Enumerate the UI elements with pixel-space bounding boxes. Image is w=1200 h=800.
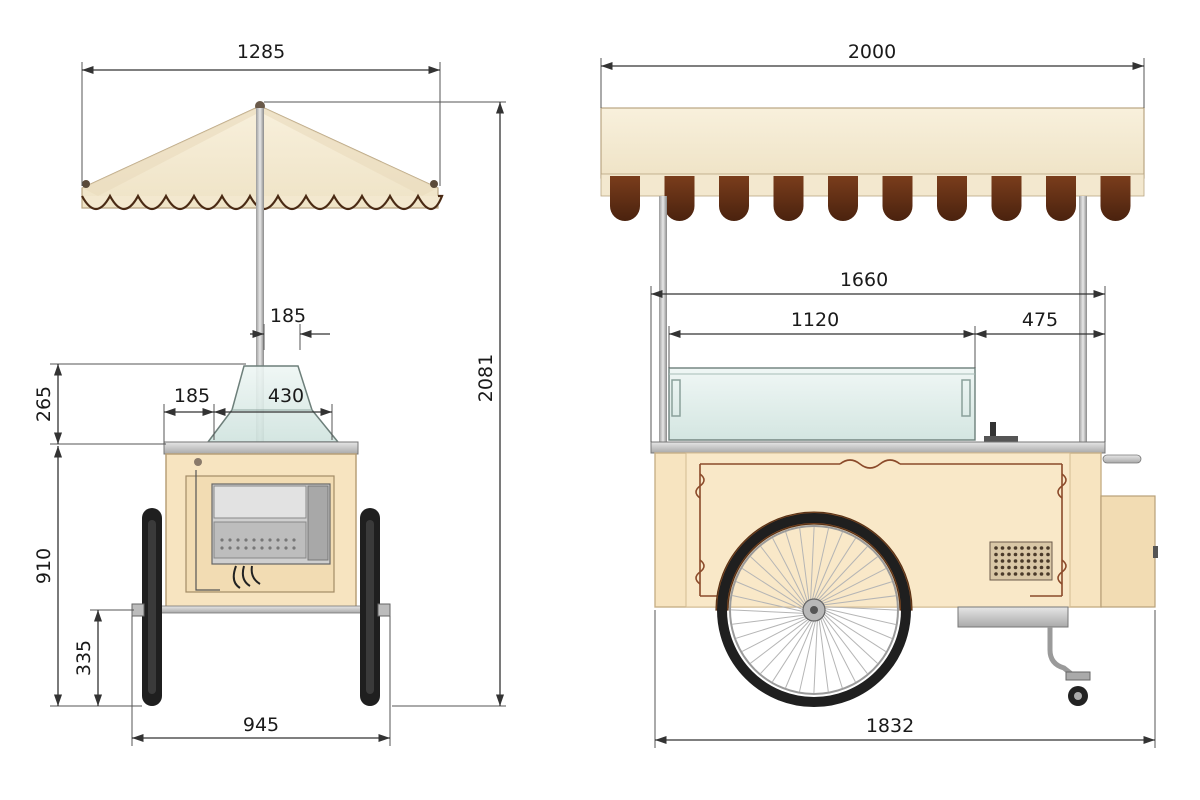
dim-umbrella-width: 1285 bbox=[237, 41, 285, 63]
front-countertop bbox=[650, 441, 1106, 454]
dim-wheel-track: 945 bbox=[243, 714, 279, 736]
side-countertop bbox=[163, 441, 359, 455]
ornament-frame bbox=[695, 459, 1067, 597]
right-wheel bbox=[360, 508, 380, 706]
awning-canopy bbox=[600, 107, 1145, 179]
caster-wheel bbox=[1047, 627, 1091, 706]
front-left-pole bbox=[659, 196, 667, 444]
dim-axle-height: 335 bbox=[73, 640, 95, 676]
dim-glass-height: 265 bbox=[33, 386, 55, 422]
dim-pole-offset: 185 bbox=[270, 305, 306, 327]
dim-canopy-width: 2000 bbox=[848, 41, 896, 63]
front-wheel bbox=[717, 513, 911, 707]
dim-counter-width: 1660 bbox=[840, 269, 888, 291]
dim-side-width: 475 bbox=[1022, 309, 1058, 331]
side-box bbox=[1100, 495, 1156, 608]
awning-valance bbox=[600, 173, 1145, 221]
left-wheel bbox=[142, 508, 162, 706]
front-right-pole bbox=[1079, 196, 1087, 444]
side-view: 1285 2081 185 265 185 430 910 335 bbox=[33, 41, 506, 746]
front-view: 2000 1660 1120 475 1832 bbox=[600, 41, 1158, 748]
dim-display-width: 1120 bbox=[791, 309, 839, 331]
side-axle bbox=[133, 605, 389, 614]
vent-grille bbox=[989, 541, 1053, 581]
underside-tray bbox=[957, 606, 1069, 628]
umbrella-pole bbox=[256, 108, 264, 444]
dim-cabinet-height: 910 bbox=[33, 548, 55, 584]
push-handle bbox=[1102, 454, 1142, 464]
display-case bbox=[668, 367, 976, 441]
dim-body-length: 1832 bbox=[866, 715, 914, 737]
dim-glass-depth: 430 bbox=[268, 385, 304, 407]
dim-total-height: 2081 bbox=[475, 354, 497, 402]
dim-left-offset: 185 bbox=[174, 385, 210, 407]
